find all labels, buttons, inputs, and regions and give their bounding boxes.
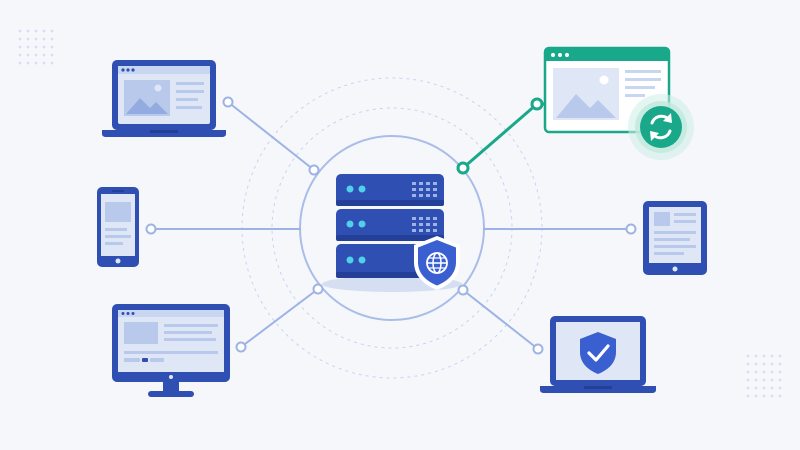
grid-dot [50,29,54,33]
grid-dot [50,37,54,41]
grid-dot [754,394,758,398]
grid-dot [26,53,30,57]
grid-dot [746,370,750,374]
grid-dot [34,45,38,49]
server-stack-icon [322,174,462,292]
grid-dot [34,61,38,65]
grid-dot [18,29,22,33]
node-dot [312,283,324,295]
grid-dot [770,378,774,382]
node-dot [235,341,247,353]
grid-dot [762,362,766,366]
laptop-shield-icon [540,316,656,393]
server-unit [336,209,444,241]
grid-dot [746,394,750,398]
grid-dot [18,61,22,65]
grid-dot [754,354,758,358]
tablet-icon [643,201,707,275]
server-unit [336,174,444,206]
grid-dot [50,53,54,57]
grid-dot [50,45,54,49]
grid-dot [778,378,782,382]
connector-laptop-bottom-right [462,289,539,350]
desktop-monitor-icon [112,304,230,397]
grid-dot [18,45,22,49]
grid-dot [778,394,782,398]
grid-dot [770,362,774,366]
grid-dot [746,386,750,390]
grid-dot [42,45,46,49]
node-dot [222,96,234,108]
decorative-dot-grid [746,354,782,398]
node-dot [532,343,544,355]
smartphone-icon [97,187,139,267]
grid-dot [34,29,38,33]
grid-dot [778,386,782,390]
grid-dot [50,61,54,65]
grid-dot [778,370,782,374]
grid-dot [754,386,758,390]
grid-dot [762,394,766,398]
grid-dot [18,37,22,41]
grid-dot [746,354,750,358]
grid-dot [762,378,766,382]
node-dot-active [456,161,470,175]
grid-dot [762,370,766,374]
laptop-image-icon [102,60,226,137]
connector-laptop-top-left [227,101,315,171]
grid-dot [42,53,46,57]
grid-dot [754,378,758,382]
grid-dot [42,37,46,41]
decorative-dot-grid [18,29,54,65]
grid-dot [26,29,30,33]
grid-dot [762,354,766,358]
grid-dot [18,53,22,57]
grid-dot [42,29,46,33]
node-dot [308,164,320,176]
grid-dot [34,37,38,41]
grid-dot [26,37,30,41]
grid-dot [770,354,774,358]
sync-badge [640,106,682,148]
grid-dot [26,61,30,65]
grid-dot [762,386,766,390]
grid-dot [754,370,758,374]
grid-dot [770,394,774,398]
node-dot [625,223,637,235]
grid-dot [754,362,758,366]
node-dot [145,223,157,235]
connector-nodes [145,96,637,355]
grid-dot [42,61,46,65]
grid-dot [746,378,750,382]
node-dot [457,284,469,296]
connector-desktop-bottom-left [240,288,319,348]
grid-dot [770,386,774,390]
grid-dot [746,362,750,366]
browser-window-sync-icon [543,46,694,160]
grid-dot [26,45,30,49]
node-dot-active [530,97,544,111]
connector-browser-top-right [461,102,547,170]
grid-dot [778,362,782,366]
grid-dot [778,354,782,358]
grid-dot [34,53,38,57]
globe-shield-icon [414,236,460,290]
grid-dot [770,370,774,374]
